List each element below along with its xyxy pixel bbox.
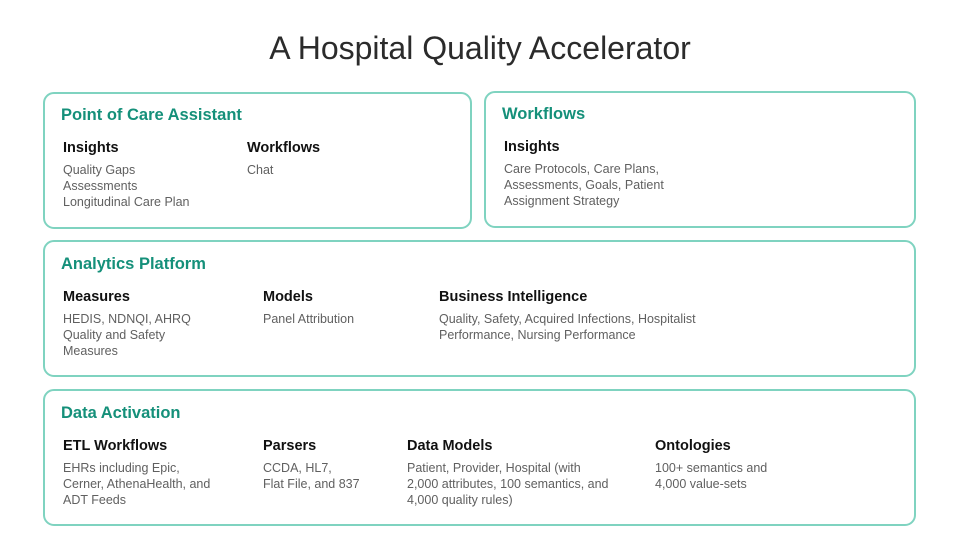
models-column: Models Panel Attribution (263, 289, 354, 327)
column-heading: Data Models (407, 438, 493, 454)
body-line: Cerner, AthenaHealth, and (63, 477, 211, 491)
data-models-column: Data Models Patient, Provider, Hospital … (407, 438, 609, 508)
measures-column: Measures HEDIS, NDNQI, AHRQ Quality and … (63, 289, 191, 359)
column-body: 100+ semantics and 4,000 value-sets (655, 460, 767, 492)
body-line: Quality Gaps (63, 163, 136, 177)
body-line: Panel Attribution (263, 312, 355, 326)
column-body: EHRs including Epic, Cerner, AthenaHealt… (63, 460, 210, 508)
column-body: Care Protocols, Care Plans, Assessments,… (504, 161, 664, 209)
body-line: 4,000 value-sets (655, 477, 747, 491)
column-heading: ETL Workflows (63, 438, 168, 454)
body-line: CCDA, HL7, (263, 461, 332, 475)
column-heading: Insights (63, 140, 119, 156)
body-line: Assessments, Goals, Patient (504, 178, 664, 192)
insights-column: Insights Quality Gaps Assessments Longit… (63, 140, 189, 210)
body-line: Measures (63, 344, 118, 358)
column-heading: Parsers (263, 438, 317, 454)
body-line: Chat (247, 163, 274, 177)
column-body: Quality Gaps Assessments Longitudinal Ca… (63, 162, 189, 210)
column-heading: Business Intelligence (439, 289, 588, 305)
business-intelligence-column: Business Intelligence Quality, Safety, A… (439, 289, 696, 343)
card-title: Point of Care Assistant (61, 106, 242, 124)
body-line: EHRs including Epic, (63, 461, 180, 475)
body-line: Assessments (63, 179, 138, 193)
column-heading: Models (263, 289, 313, 305)
body-line: Assignment Strategy (504, 194, 620, 208)
column-heading: Ontologies (655, 438, 731, 454)
body-line: Patient, Provider, Hospital (with (407, 461, 581, 475)
workflows-card: Workflows Insights Care Protocols, Care … (484, 91, 916, 228)
column-heading: Measures (63, 289, 130, 305)
column-body: CCDA, HL7, Flat File, and 837 (263, 460, 360, 492)
column-body: HEDIS, NDNQI, AHRQ Quality and Safety Me… (63, 311, 191, 359)
insights-column: Insights Care Protocols, Care Plans, Ass… (504, 139, 664, 209)
body-line: 100+ semantics and (655, 461, 768, 475)
body-line: Flat File, and 837 (263, 477, 360, 491)
ontologies-column: Ontologies 100+ semantics and 4,000 valu… (655, 438, 767, 492)
body-line: Care Protocols, Care Plans, (504, 162, 659, 176)
etl-workflows-column: ETL Workflows EHRs including Epic, Cerne… (63, 438, 210, 508)
card-title: Workflows (502, 105, 586, 123)
column-body: Patient, Provider, Hospital (with 2,000 … (407, 460, 609, 508)
body-line: Performance, Nursing Performance (439, 328, 636, 342)
card-title: Data Activation (61, 404, 181, 422)
body-line: ADT Feeds (63, 493, 126, 507)
body-line: 4,000 quality rules) (407, 493, 513, 507)
column-heading: Insights (504, 139, 560, 155)
body-line: Quality and Safety (63, 328, 166, 342)
analytics-platform-card: Analytics Platform Measures HEDIS, NDNQI… (43, 240, 916, 377)
body-line: Longitudinal Care Plan (63, 195, 190, 209)
data-activation-card: Data Activation ETL Workflows EHRs inclu… (43, 389, 916, 526)
card-title: Analytics Platform (61, 255, 206, 273)
column-body: Panel Attribution (263, 311, 354, 327)
point-of-care-card: Point of Care Assistant Insights Quality… (43, 92, 472, 229)
page-title: A Hospital Quality Accelerator (269, 30, 691, 66)
column-body: Chat (247, 162, 320, 178)
body-line: Quality, Safety, Acquired Infections, Ho… (439, 312, 696, 326)
body-line: 2,000 attributes, 100 semantics, and (407, 477, 609, 491)
parsers-column: Parsers CCDA, HL7, Flat File, and 837 (263, 438, 360, 492)
workflows-column: Workflows Chat (247, 140, 320, 178)
column-heading: Workflows (247, 140, 321, 156)
column-body: Quality, Safety, Acquired Infections, Ho… (439, 311, 696, 343)
body-line: HEDIS, NDNQI, AHRQ (63, 312, 191, 326)
